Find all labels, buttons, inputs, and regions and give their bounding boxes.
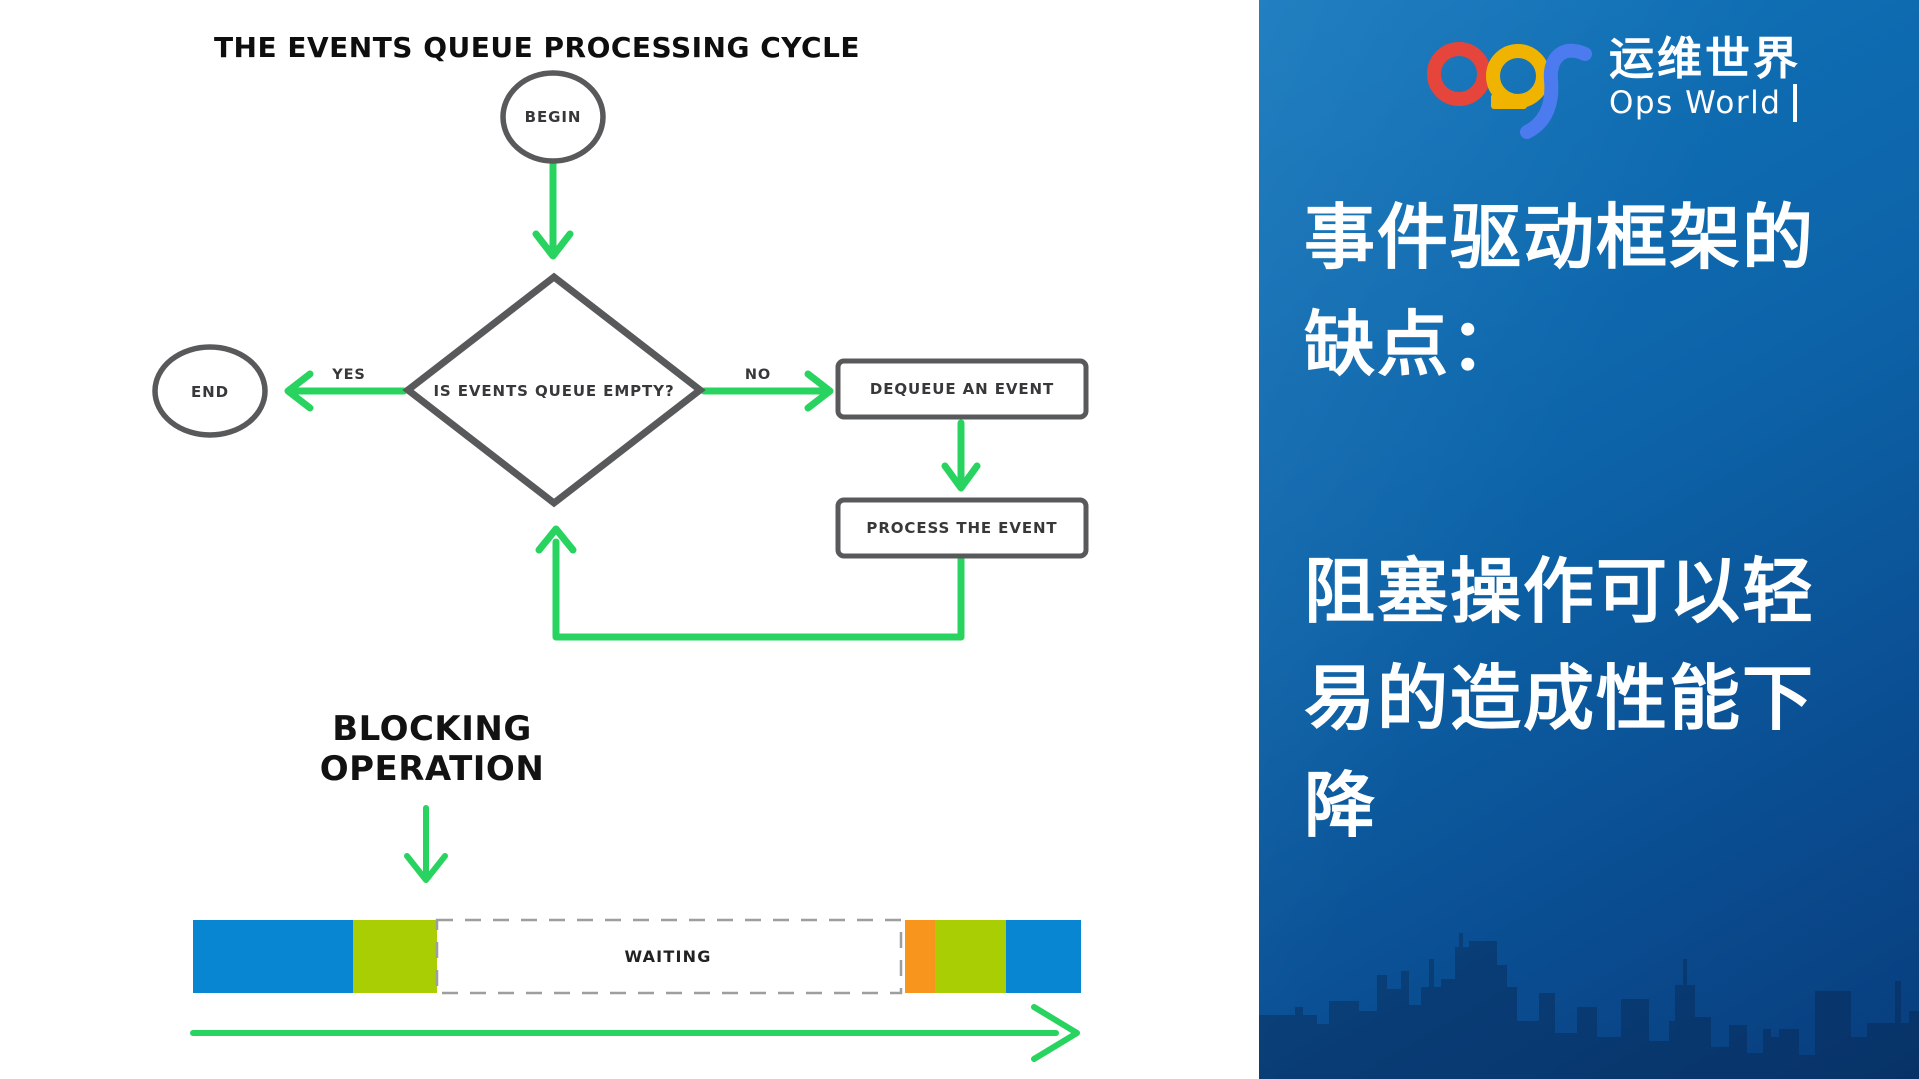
arrow-yes-to-end (284, 370, 408, 412)
city-skyline-shape (1259, 933, 1919, 1079)
logo-yellow-foot (1491, 94, 1527, 109)
right-panel: 运维世界 Ops World 事件驱动框架的 缺点： 阻塞操作可以轻 易的造成性… (1259, 0, 1919, 1079)
logo-yellow-ring (1486, 44, 1550, 108)
heading-text: 事件驱动框架的 缺点： (1304, 186, 1815, 400)
process-label: PROCESS THE EVENT (866, 519, 1057, 537)
timeline-segment-green-1 (353, 920, 437, 993)
flowchart-canvas: THE EVENTS QUEUE PROCESSING CYCLE (152, 31, 1089, 1062)
arrow-dequeue-to-process (941, 419, 981, 492)
timeline-segment-blue-2 (1006, 920, 1081, 993)
process-node (835, 497, 1089, 559)
yes-edge-label: YES (331, 367, 366, 383)
logo-cursor-bar (1793, 84, 1798, 122)
timeline-bar: WAITING (193, 918, 1081, 995)
arrow-no-to-dequeue (700, 370, 834, 412)
waiting-label: WAITING (624, 947, 711, 966)
dequeue-node (835, 358, 1089, 420)
begin-node (500, 70, 606, 164)
decision-label: IS EVENTS QUEUE EMPTY? (433, 382, 674, 400)
arrow-timeline-axis (190, 1004, 1080, 1062)
body-line-2: 易的造成性能下 (1304, 661, 1816, 739)
blocking-label-line1: BLOCKING (332, 709, 532, 749)
body-text: 阻塞操作可以轻 易的造成性能下 降 (1304, 540, 1815, 861)
arrow-begin-to-decision (532, 159, 574, 260)
flow-arrows (190, 159, 1080, 1062)
decision-node (402, 272, 706, 508)
blocking-label-line2: OPERATION (320, 749, 545, 789)
body-line-3: 降 (1304, 768, 1378, 846)
brand-name-english: Ops World (1609, 84, 1782, 121)
arrow-blocking-down (404, 805, 448, 883)
logo-blue-curve (1520, 43, 1592, 139)
timeline-waiting-box (435, 918, 903, 995)
no-edge-label: NO (745, 367, 771, 383)
heading-line-1: 事件驱动框架的 (1304, 200, 1816, 278)
heading-line-2: 缺点： (1304, 307, 1524, 385)
body-line-1: 阻塞操作可以轻 (1304, 554, 1816, 632)
ops-world-logo-icon (1427, 42, 1592, 139)
diagram-title: THE EVENTS QUEUE PROCESSING CYCLE (214, 31, 860, 64)
timeline-segment-green-2 (935, 920, 1006, 993)
brand-name-chinese: 运维世界 (1609, 32, 1802, 85)
flow-shapes (152, 70, 1089, 559)
end-label: END (191, 383, 229, 401)
begin-label: BEGIN (525, 108, 582, 126)
brand-logo: 运维世界 Ops World (1425, 36, 1801, 141)
dequeue-label: DEQUEUE AN EVENT (870, 380, 1054, 398)
timeline-segment-orange (905, 920, 935, 993)
arrow-loop-process-to-decision (535, 525, 965, 641)
timeline-segment-blue-1 (193, 920, 353, 993)
city-skyline (1259, 933, 1919, 1079)
end-node (152, 344, 268, 438)
logo-red-ring (1427, 42, 1491, 106)
brand-logo-text: 运维世界 Ops World (1609, 36, 1801, 122)
